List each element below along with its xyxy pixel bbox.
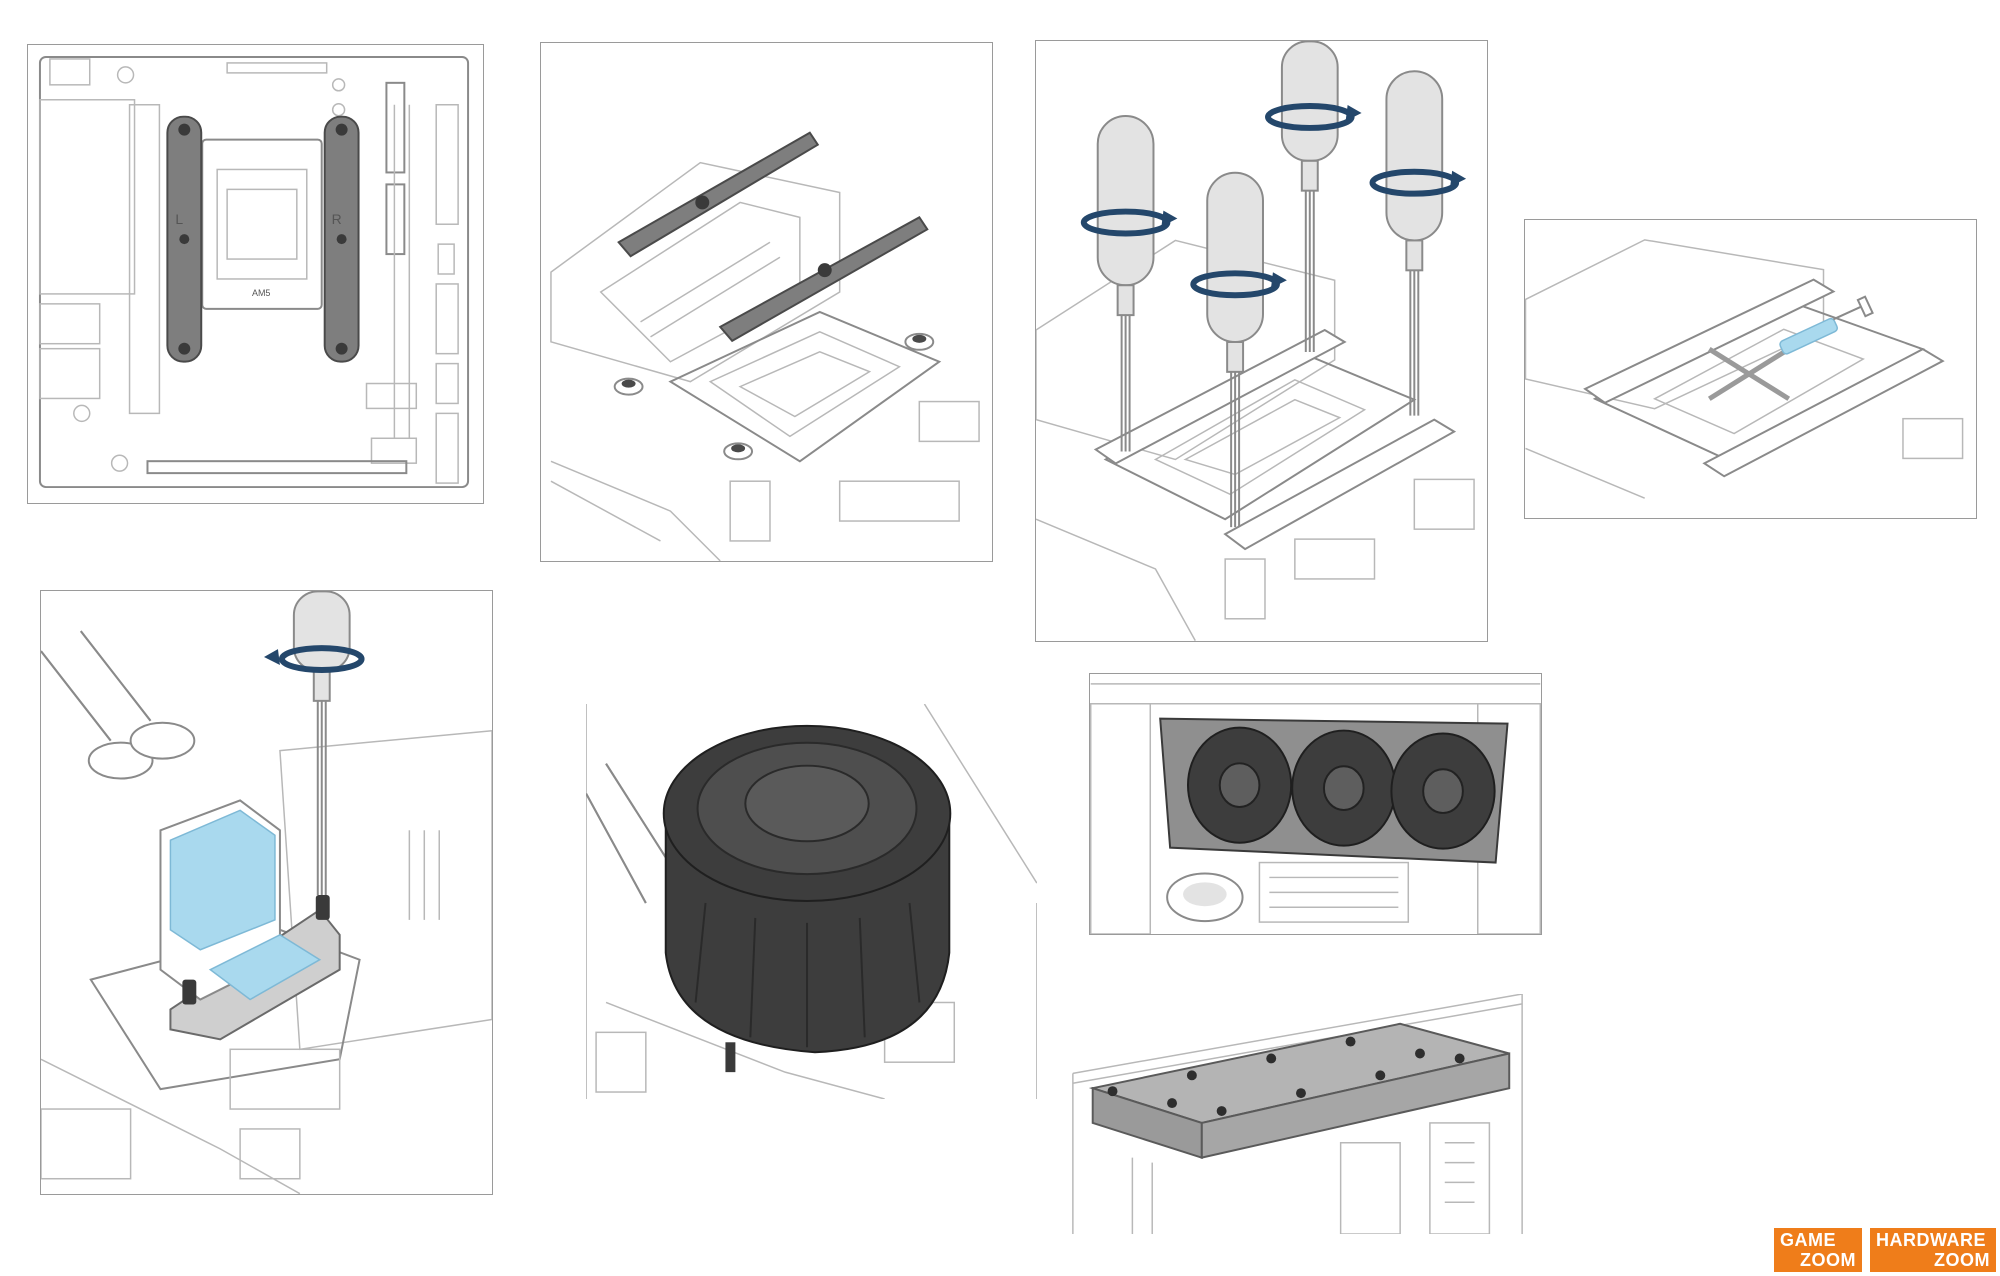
mount-pump-illustration bbox=[41, 591, 492, 1194]
gamezoom-logo-line1: GAME bbox=[1780, 1230, 1836, 1250]
screwdriver-icon bbox=[264, 591, 365, 895]
step-radiator-fans-panel bbox=[1089, 673, 1542, 935]
gamezoom-logo-line2: ZOOM bbox=[1800, 1250, 1856, 1270]
gamezoom-logo: GAME ZOOM bbox=[1774, 1228, 1862, 1272]
radiator-mounted-illustration bbox=[1072, 994, 1523, 1234]
step-pump-head-installed-panel bbox=[585, 703, 1038, 1100]
socket-label: AM5 bbox=[252, 288, 270, 298]
thermal-paste-illustration bbox=[1525, 239, 1964, 499]
bracket-left-label: L bbox=[175, 211, 183, 227]
step-remove-brackets-panel: L R AM5 bbox=[27, 44, 484, 504]
standoff-icons bbox=[613, 332, 935, 461]
step-fasten-brackets-panel bbox=[1035, 40, 1488, 642]
step-place-standoffs-panel bbox=[540, 42, 993, 562]
step-radiator-mounted-panel bbox=[1071, 993, 1524, 1235]
thermal-paste-syringe-icon bbox=[1779, 295, 1874, 355]
bracket-right-label: R bbox=[332, 211, 342, 227]
step-apply-thermal-paste-panel bbox=[1524, 219, 1977, 519]
screw-markers bbox=[1107, 1036, 1465, 1116]
radiator-fans-illustration bbox=[1090, 683, 1541, 934]
fasten-brackets-illustration bbox=[1036, 41, 1475, 641]
pump-head-illustration bbox=[586, 704, 1037, 1099]
pump-head-icon bbox=[662, 724, 952, 1073]
fan-icons bbox=[1186, 726, 1496, 850]
motherboard-top-view-illustration: L R AM5 bbox=[38, 55, 470, 489]
screwdriver-icons bbox=[1080, 41, 1467, 528]
hardwarezoom-logo: HARDWARE ZOOM bbox=[1870, 1228, 1996, 1272]
step-mount-pump-panel bbox=[40, 590, 493, 1195]
hardwarezoom-logo-line2: ZOOM bbox=[1934, 1250, 1990, 1270]
hardwarezoom-logo-line1: HARDWARE bbox=[1876, 1230, 1986, 1250]
bracket-placement-illustration bbox=[550, 131, 980, 561]
